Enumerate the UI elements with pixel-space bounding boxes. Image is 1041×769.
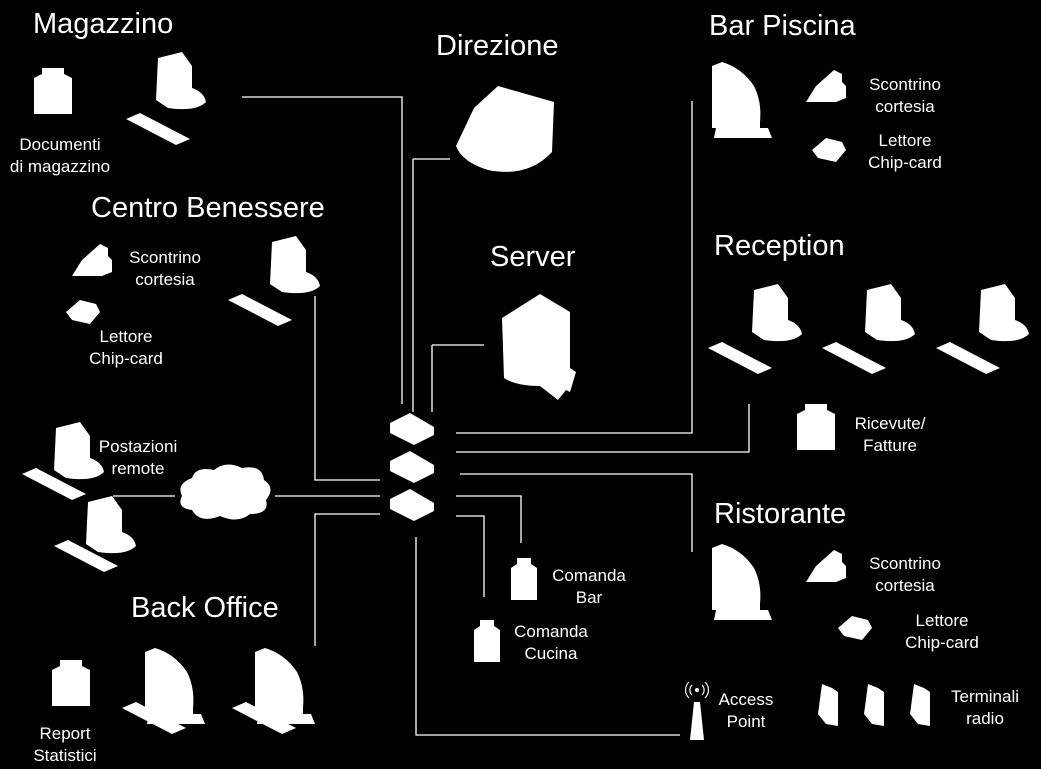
label-line: Ricevute/ [854, 414, 926, 433]
label-line: Postazioni [98, 437, 178, 456]
switch-icon [390, 451, 434, 483]
magazzino-doc-label: Documenti di magazzino [0, 134, 120, 178]
ristorante-reader-label: Lettore Chip-card [882, 610, 1002, 654]
laptop-icon [456, 86, 554, 172]
label-line: Report [39, 724, 91, 743]
switch-icon [390, 489, 434, 521]
monitor-icon [712, 544, 772, 620]
monitor-icon [712, 62, 772, 138]
computer-icon [865, 284, 915, 342]
reception-title: Reception [714, 230, 845, 262]
reception-printer-label: Ricevute/ Fatture [830, 413, 950, 457]
terminals-label: Terminali radio [930, 686, 1040, 730]
card-reader-icon [812, 138, 846, 162]
label-line: Statistici [33, 746, 97, 765]
benessere-reader-label: Lettore Chip-card [66, 326, 186, 370]
radio-terminal-icon [864, 684, 884, 726]
label-line: Fatture [863, 436, 917, 455]
card-reader-icon [838, 616, 872, 640]
label-line: Documenti [19, 135, 101, 154]
ristorante-title: Ristorante [714, 498, 847, 530]
label-line: remote [111, 459, 165, 478]
keyboard-icon [936, 342, 1000, 374]
label-line: Lettore [915, 611, 969, 630]
label-line: di magazzino [9, 157, 111, 176]
magazzino-title: Magazzino [33, 8, 174, 40]
comanda-bar-label: Comanda Bar [529, 565, 649, 609]
label-line: Terminali [950, 687, 1020, 706]
server-title: Server [490, 241, 576, 273]
bar-piscina-receipt-label: Scontrino cortesia [845, 74, 965, 118]
remote-label: Postazioni remote [78, 436, 198, 480]
label-line: Cucina [524, 644, 578, 663]
server-icon [502, 294, 576, 400]
receipt-printer-icon [806, 550, 846, 582]
computer-icon [156, 52, 206, 110]
ristorante-receipt-label: Scontrino cortesia [845, 553, 965, 597]
label-line: Point [726, 712, 766, 731]
radio-terminal-icon [818, 684, 838, 726]
label-line: Chip-card [905, 633, 979, 652]
direzione-title: Direzione [436, 30, 559, 62]
comanda-cucina-label: Comanda Cucina [491, 621, 611, 665]
card-reader-icon [66, 300, 100, 324]
bar-piscina-reader-label: Lettore Chip-card [845, 130, 965, 174]
computer-icon [979, 284, 1029, 342]
back-office-report-label: Report Statistici [10, 723, 120, 767]
receipt-printer-icon [806, 70, 846, 102]
printer-icon [34, 68, 72, 114]
computer-icon [270, 236, 320, 294]
back-office-title: Back Office [131, 592, 279, 624]
access-point-icon [685, 681, 709, 740]
label-line: cortesia [875, 576, 935, 595]
radio-terminal-icon [910, 684, 930, 726]
printer-icon [52, 660, 90, 706]
label-line: Scontrino [869, 554, 941, 573]
label-line: Bar [575, 588, 603, 607]
computer-icon [86, 496, 136, 554]
label-line: Comanda [514, 622, 588, 641]
keyboard-icon [822, 342, 886, 374]
label-line: Access [718, 690, 774, 709]
benessere-receipt-label: Scontrino cortesia [105, 247, 225, 291]
label-line: Chip-card [868, 153, 942, 172]
connection-lines [113, 96, 750, 736]
keyboard-icon [126, 113, 190, 145]
computer-icon [752, 284, 802, 342]
keyboard-icon [228, 294, 292, 326]
label-line: Comanda [552, 566, 626, 585]
bar-piscina-title: Bar Piscina [709, 10, 856, 42]
cloud-icon [180, 464, 271, 520]
label-line: Scontrino [869, 75, 941, 94]
label-line: cortesia [875, 97, 935, 116]
label-line: Lettore [878, 131, 932, 150]
keyboard-icon [708, 342, 772, 374]
label-line: Scontrino [129, 248, 201, 267]
label-line: cortesia [135, 270, 195, 289]
label-line: Chip-card [89, 349, 163, 368]
label-line: Lettore [99, 327, 153, 346]
switch-icon [390, 413, 434, 445]
label-line: radio [966, 709, 1004, 728]
access-point-label: Access Point [698, 689, 794, 733]
centro-benessere-title: Centro Benessere [91, 192, 325, 224]
